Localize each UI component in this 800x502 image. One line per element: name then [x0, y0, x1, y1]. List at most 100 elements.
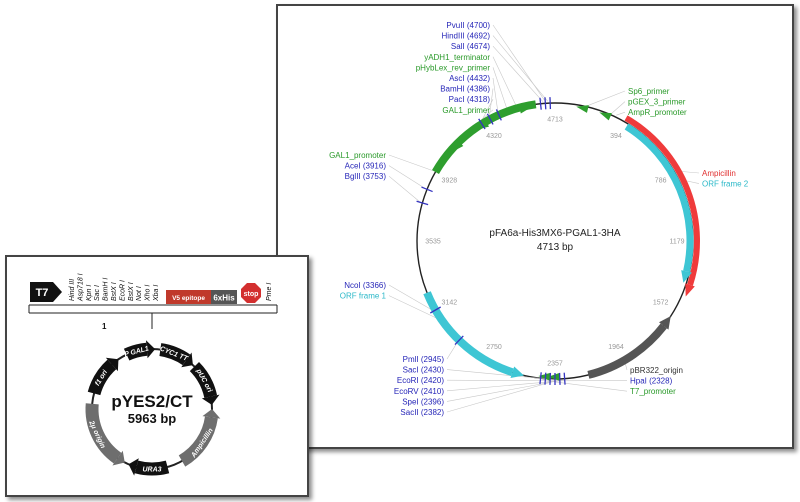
top-left-label: SalI (4674) [451, 42, 490, 51]
top-left-label: GAL1_primer [442, 106, 490, 115]
puc-ori-arc [189, 361, 218, 399]
small-feature-arrow [576, 105, 589, 113]
mcs-site-label: BstX I [128, 282, 135, 301]
top-left-leader-line [492, 67, 508, 110]
left-mid-label: AceI (3916) [345, 162, 387, 171]
bottom-left-leader-line [446, 380, 556, 413]
mcs-site-label: Sac I [94, 285, 101, 301]
t7-label: T7 [36, 287, 49, 299]
ura3-arc [134, 460, 170, 476]
tick-label: 2750 [486, 344, 502, 351]
mcs-site-label: Asp718 I [77, 273, 84, 302]
f1-ori-arc [87, 359, 117, 396]
ampicillin-arrowhead [685, 283, 695, 297]
pbr322-origin-arrowhead [659, 316, 671, 330]
site-tick [486, 113, 494, 125]
top-right-label: Sp6_primer [628, 87, 670, 96]
feature-arcs [416, 97, 700, 385]
bottom-left-leader-line [446, 380, 560, 392]
pbr322-origin-arc [587, 323, 667, 379]
bottom-right-label: HpaI (2328) [630, 377, 673, 386]
orf-frame-2-arrowhead [681, 270, 692, 283]
mcs-site-label: BamH I [103, 278, 110, 301]
top-left-leader-line [492, 45, 544, 102]
site-tick [539, 97, 542, 110]
tick-label: 3535 [425, 239, 441, 246]
bottom-right-label: pBR322_origin [630, 366, 683, 375]
right-mid-label: ORF frame 2 [702, 180, 749, 189]
ampicillin-arrowhead [202, 409, 221, 419]
orf-frame-1-arrowhead [510, 366, 524, 378]
left-mid-leader-line [388, 154, 434, 172]
site-tick [478, 118, 486, 130]
site-tick [544, 372, 547, 385]
top-left-label: pHybLex_rev_primer [416, 63, 491, 72]
bottom-left-leader-line [446, 379, 563, 382]
top-left-leader-line [492, 24, 546, 102]
site-tick [495, 109, 502, 121]
tick-label: 1964 [608, 344, 624, 351]
small-feature-arrow [518, 105, 532, 114]
pyes2-name: pYES2/CT [111, 392, 193, 411]
cyc1-tt-arrowhead [181, 352, 193, 368]
position-one: 1 [102, 322, 107, 331]
mcs-site-label: Kpn I [86, 285, 93, 301]
bottom-right-leader-line [545, 380, 628, 392]
small-feature-arrow [599, 112, 612, 121]
mcs-site-label: BstX I [111, 282, 118, 301]
his-tag-label: 6xHis [213, 294, 235, 303]
bottom-left-label: SpeI (2396) [402, 397, 444, 406]
two-micron-origin-arc [85, 403, 122, 464]
top-left-leader-line [492, 77, 499, 114]
ampicillin-arc [624, 115, 700, 286]
tick-label: 394 [610, 133, 622, 140]
left-mid-leader-line [388, 175, 421, 203]
left-mid-leader-line [388, 165, 426, 189]
pme-site: Pme I [266, 283, 273, 301]
site-tick [563, 372, 566, 385]
cyc1-tt-arc [159, 343, 191, 366]
top-left-leader-line [492, 56, 517, 107]
tick-label: 786 [655, 178, 667, 185]
top-right-label: pGEX_3_primer [628, 98, 686, 107]
small-feature-arrow [538, 372, 551, 381]
tick-label: 4713 [547, 117, 563, 124]
bottom-right-label: T7_promoter [630, 387, 676, 396]
f1-ori-arrowhead [105, 357, 119, 372]
left-low-leader-line [388, 295, 440, 320]
site-tick [539, 372, 542, 385]
his-tag-box [211, 290, 237, 304]
bottom-left-leader-line [446, 341, 459, 360]
bottom-left-label: EcoRV (2410) [394, 387, 444, 396]
tick-label: 3142 [442, 300, 458, 307]
left-mid-label: BglII (3753) [345, 172, 387, 181]
ura3-arrowhead [128, 458, 139, 476]
left-low-label: ORF frame 1 [340, 292, 387, 301]
bottom-left-label: PmlI (2945) [403, 355, 445, 364]
mcs-site-label: Xba I [153, 285, 160, 302]
v5-epitope-box [166, 290, 211, 304]
site-tick [544, 97, 547, 110]
site-tick [429, 306, 442, 314]
site-tick [454, 335, 464, 346]
stop-sign-icon [241, 283, 261, 303]
t7-arrow [30, 282, 62, 302]
right-mid-label: Ampicillin [702, 169, 736, 178]
top-left-leader-line [492, 35, 548, 102]
top-left-label: PacI (4318) [449, 95, 491, 104]
stop-label: stop [244, 291, 259, 298]
site-tick [421, 186, 433, 193]
orf-frame-1-arc [423, 291, 514, 377]
pgal1-arrowhead [145, 340, 156, 359]
leader-lines [388, 24, 700, 413]
v5-epitope-label: V5 epitope [172, 295, 205, 302]
top-right-leader-line [616, 111, 626, 116]
bottom-left-label: SacII (2382) [400, 408, 444, 417]
tick-label: 1572 [653, 300, 669, 307]
top-left-label: yADH1_terminator [424, 53, 490, 62]
left-low-leader-line [388, 284, 434, 312]
mcs-site-label: Xho I [145, 285, 152, 302]
